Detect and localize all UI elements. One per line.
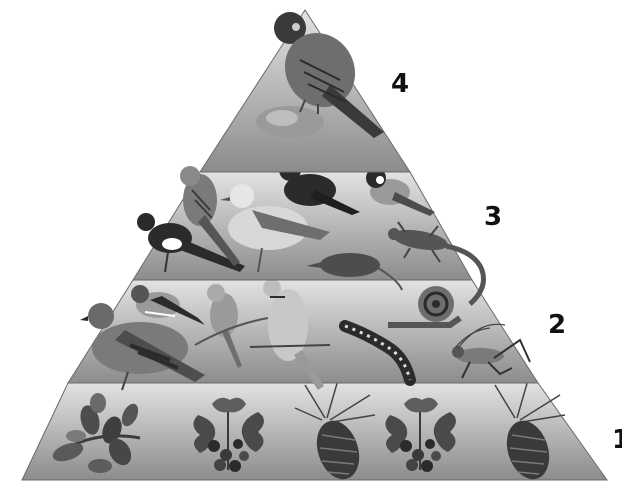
tier-2 <box>68 279 538 390</box>
level-label-4: 4 <box>391 69 409 99</box>
tier-4 <box>200 10 410 172</box>
level-label-1: 1 <box>612 425 622 455</box>
tier-1 <box>22 380 607 485</box>
prey-remains-icon <box>256 106 324 138</box>
level-label-3: 3 <box>484 202 502 232</box>
level-label-2: 2 <box>548 310 566 340</box>
